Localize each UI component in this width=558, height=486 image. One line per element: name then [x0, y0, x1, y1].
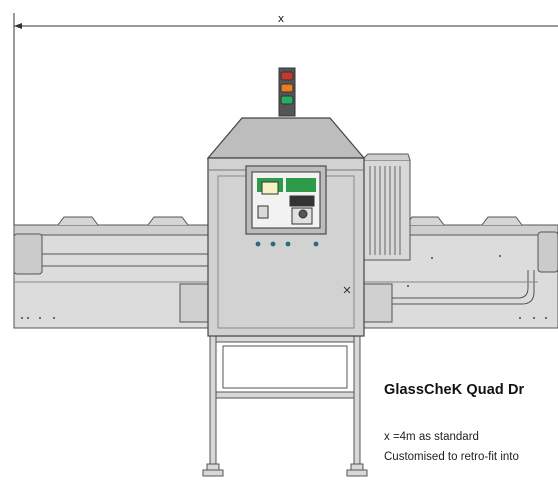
- vent-unit: [361, 153, 411, 261]
- conveyor-right-dots: [407, 255, 547, 319]
- side-boxes: [179, 283, 393, 323]
- stand: [202, 335, 368, 477]
- conveyor-left: [13, 216, 215, 329]
- cabinet-x-mark: [343, 286, 351, 294]
- product-title: GlassCheK Quad Dr: [384, 382, 525, 398]
- retrofit-note: Customised to retro-fit into: [384, 451, 519, 463]
- status-beacon: [278, 67, 296, 117]
- control-screen: [245, 165, 327, 235]
- conveyor-left-dots: [21, 317, 55, 319]
- dimension-label: x: [278, 12, 285, 25]
- control-buttons: [255, 241, 319, 247]
- standard-length-note: x =4m as standard: [384, 431, 479, 443]
- dimension-line: [13, 13, 558, 232]
